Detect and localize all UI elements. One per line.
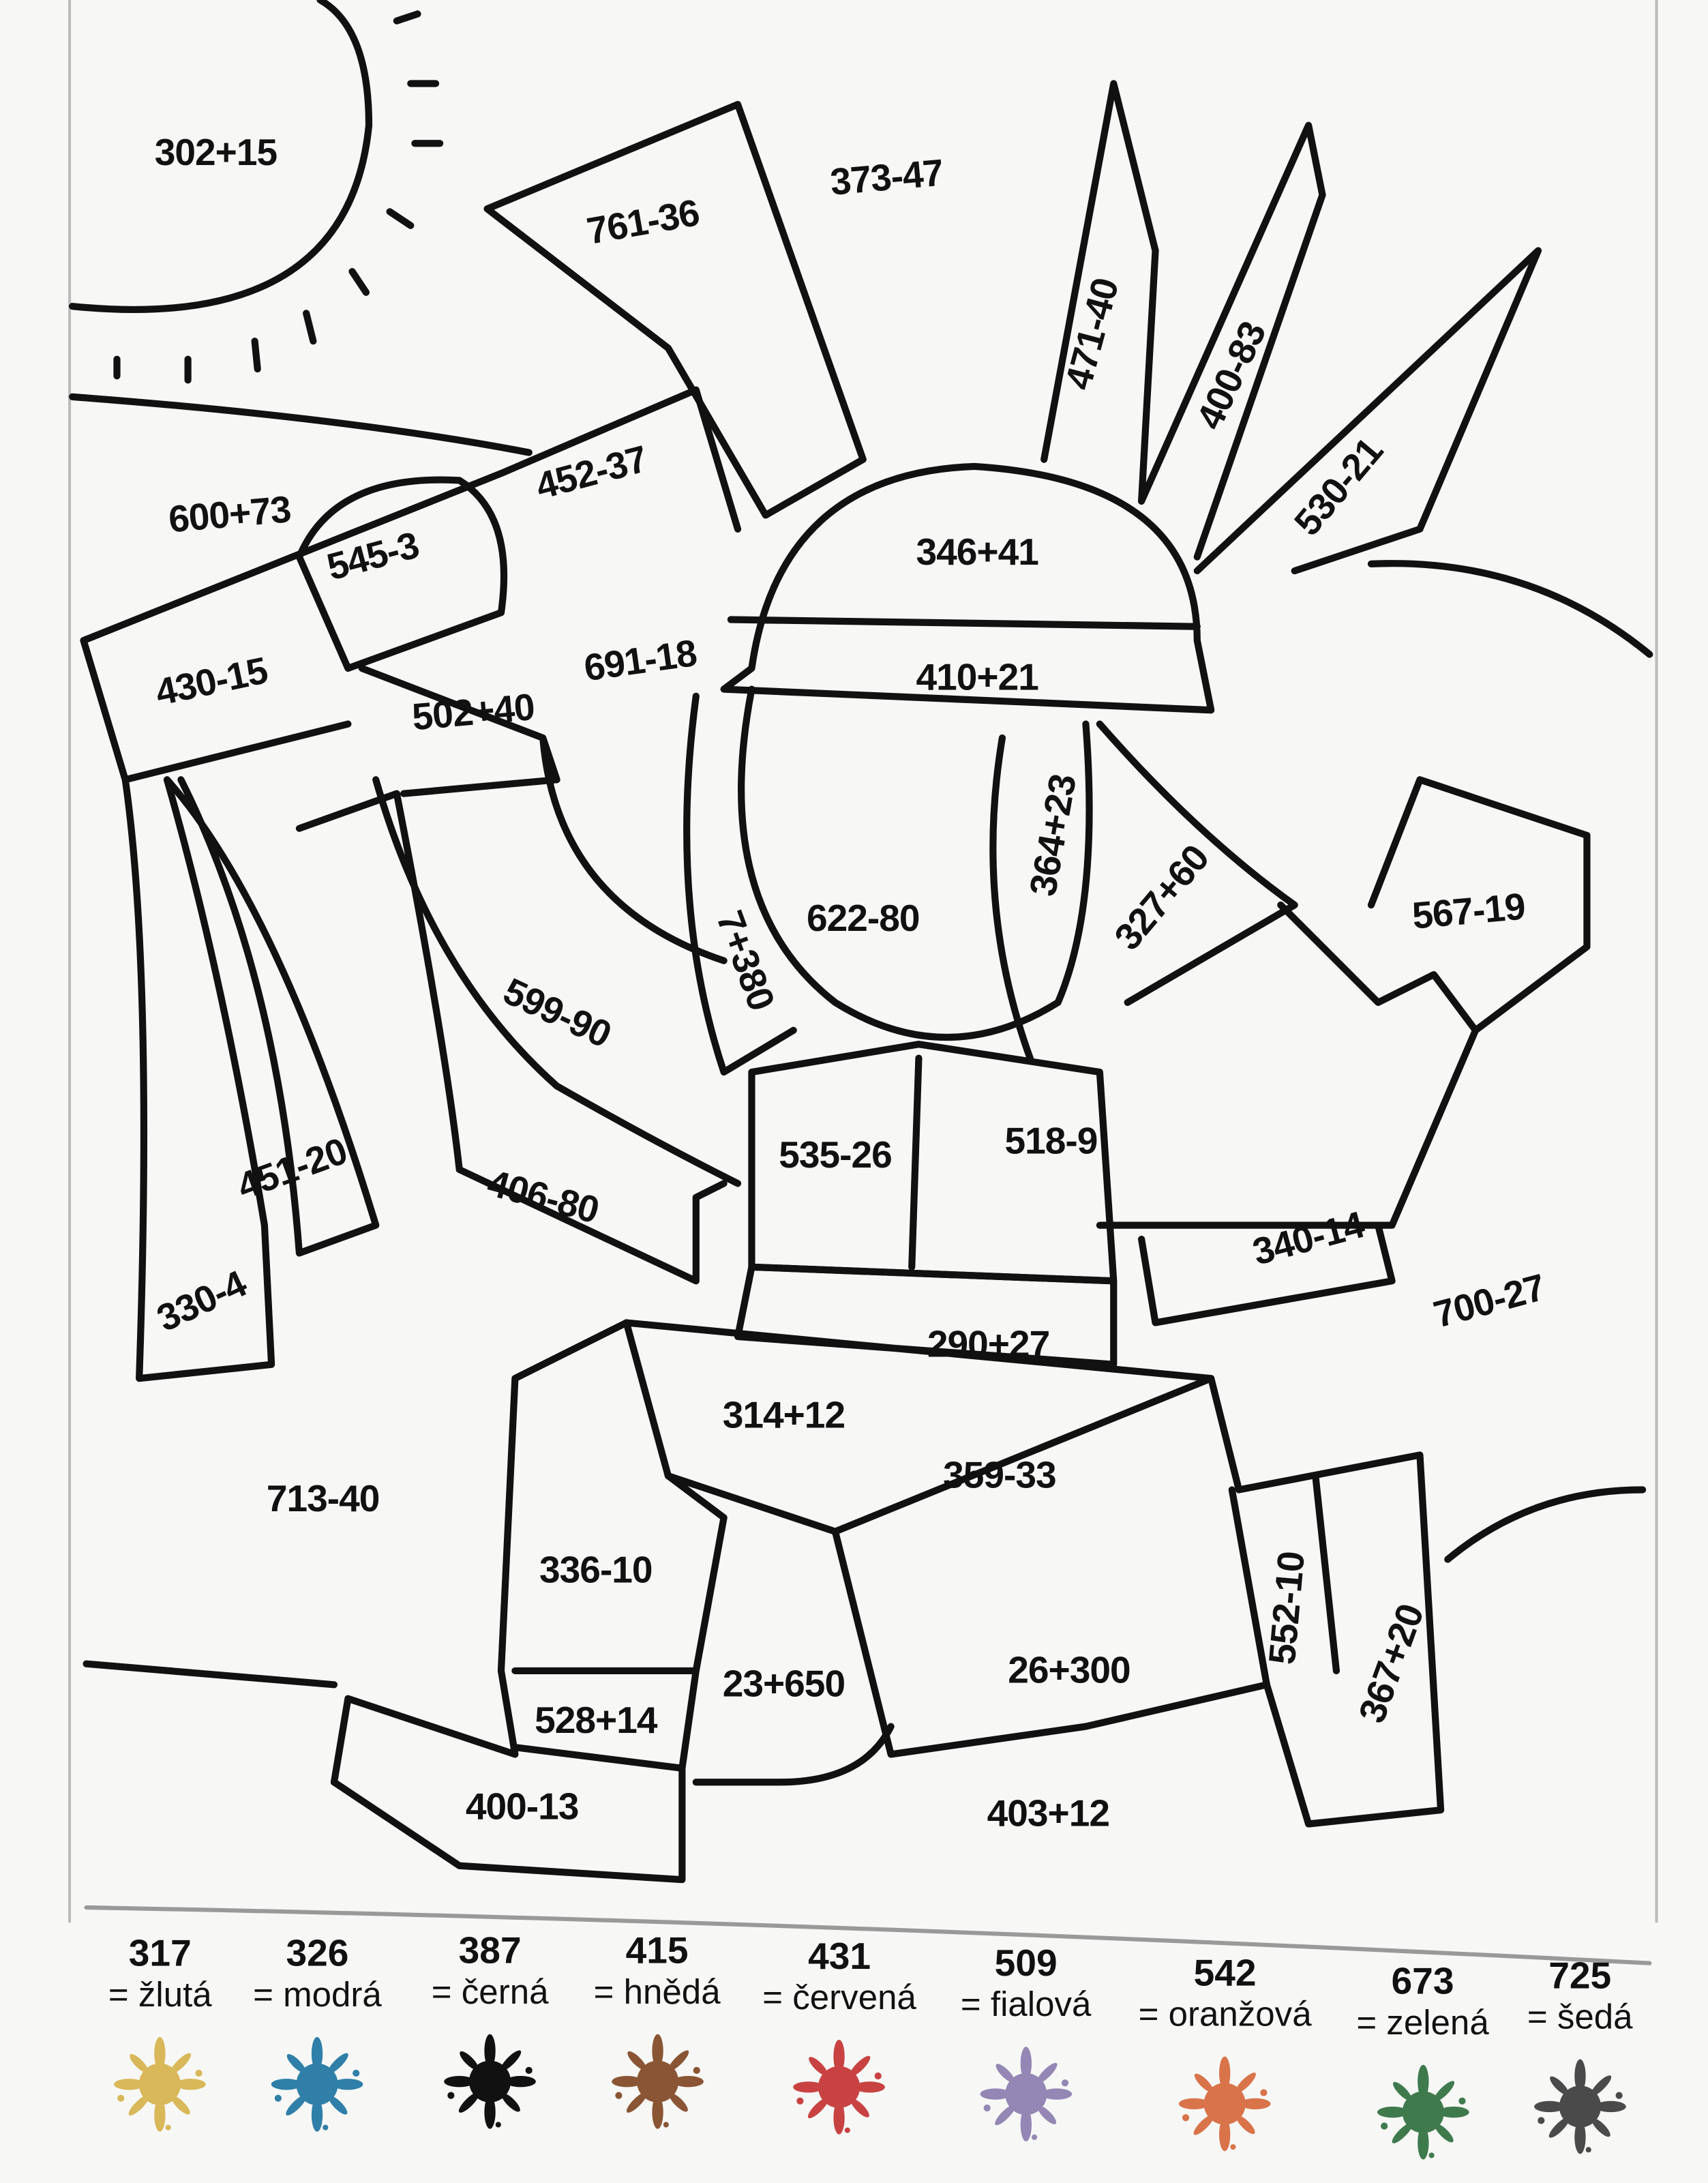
paint-splat-icon	[114, 2036, 207, 2132]
legend-number: 317	[128, 1932, 192, 1974]
region-equation: 713-40	[266, 1478, 380, 1520]
region-equation: 528+14	[535, 1699, 657, 1742]
legend-item: 673= zelená	[1356, 1960, 1489, 2161]
legend-item: 317= žlutá	[108, 1933, 212, 2133]
legend-number: 387	[458, 1929, 522, 1972]
legend-number: 509	[994, 1942, 1058, 1985]
paint-splat-icon	[271, 2036, 363, 2132]
legend-color-label: = fialová	[960, 1985, 1092, 2025]
paint-splat-icon	[611, 2034, 703, 2129]
legend-number: 326	[286, 1932, 349, 1974]
legend-color-label: = šedá	[1527, 1998, 1633, 2037]
legend-item: 326= modrá	[253, 1933, 382, 2133]
legend-color-label: = černá	[431, 1972, 549, 2013]
legend-number: 542	[1193, 1952, 1257, 1994]
legend-item: 387= černá	[431, 1929, 549, 2130]
legend-number: 725	[1548, 1955, 1612, 1997]
region-equation: 535-26	[779, 1133, 893, 1176]
legend-number: 673	[1391, 1960, 1454, 2002]
legend-color-label: = žlutá	[108, 1976, 212, 2015]
legend-item: 542= oranžová	[1139, 1952, 1312, 2152]
legend-item: 415= hnědá	[594, 1930, 721, 2130]
legend-color-label: = červená	[762, 1978, 916, 2018]
paint-splat-icon	[1533, 2059, 1626, 2154]
paint-splat-icon	[793, 2039, 886, 2135]
legend-number: 431	[808, 1935, 871, 1978]
legend-item: 431= červená	[762, 1935, 916, 2136]
region-equation: 290+27	[927, 1323, 1050, 1365]
region-equation: 400-13	[465, 1785, 580, 1828]
region-equation: 346+41	[916, 531, 1039, 574]
region-equation: 622-80	[807, 897, 920, 940]
region-equation: 410+21	[916, 656, 1039, 698]
paint-splat-icon	[1377, 2064, 1469, 2160]
paint-splat-icon	[444, 2034, 537, 2129]
legend-number: 415	[625, 1929, 689, 1972]
legend-color-label: = hnědá	[593, 1972, 721, 2013]
legend-item: 509= fialová	[960, 1942, 1092, 2143]
paint-splat-icon	[1179, 2056, 1271, 2152]
paint-splat-icon	[980, 2047, 1073, 2141]
legend-color-label: = zelená	[1356, 2003, 1489, 2043]
legend-item: 725= šedá	[1527, 1955, 1633, 2155]
region-equation: 314+12	[722, 1394, 845, 1436]
region-equation: 403+12	[987, 1792, 1110, 1835]
legend-color-label: = modrá	[253, 1976, 382, 2015]
region-equation: 359-33	[943, 1454, 1057, 1496]
region-equation: 518-9	[1004, 1120, 1098, 1162]
region-equation: 26+300	[1008, 1649, 1130, 1691]
region-equation: 336-10	[539, 1549, 653, 1591]
legend-color-label: = oranžová	[1138, 1995, 1312, 2034]
region-equation: 23+650	[722, 1663, 845, 1705]
region-equation: 302+15	[154, 131, 278, 174]
